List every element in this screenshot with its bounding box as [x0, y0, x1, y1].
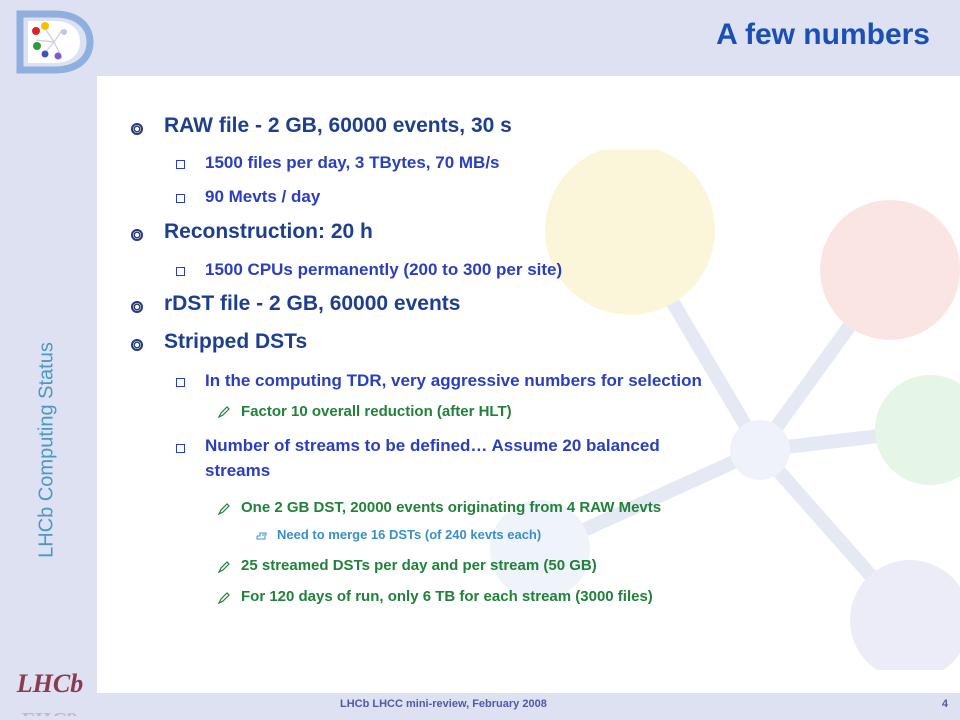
bullet-square-icon [176, 194, 185, 203]
bullet-text: 1500 files per day, 3 TBytes, 70 MB/s [205, 153, 500, 172]
bullet-level2: In the computing TDR, very aggressive nu… [205, 371, 702, 391]
bullet-level1: RAW file - 2 GB, 60000 events, 30 s [164, 114, 512, 138]
dirac-logo [16, 10, 94, 74]
bullet-text: 1500 CPUs permanently (200 to 300 per si… [205, 260, 563, 279]
bullet-text: RAW file - 2 GB, 60000 events, 30 s [164, 114, 512, 137]
bullet-ring-icon [131, 229, 143, 241]
bottom-band [97, 693, 960, 720]
bullet-text: 25 streamed DSTs per day and per stream … [241, 557, 597, 574]
lhcb-logo-text: LHCb [16, 669, 83, 698]
bullet-level1: rDST file - 2 GB, 60000 events [164, 292, 460, 316]
lhcb-logo-reflection: LHCb [21, 708, 78, 716]
bullet-ring-icon [131, 123, 143, 135]
pencil-bullet-icon [218, 406, 230, 418]
left-band [0, 0, 97, 720]
bullet-ring-icon [131, 301, 143, 313]
bullet-level3: For 120 days of run, only 6 TB for each … [241, 588, 653, 605]
bullet-level2: 1500 CPUs permanently (200 to 300 per si… [205, 260, 562, 280]
pencil-bullet-icon [218, 503, 230, 515]
bullet-text: Need to merge 16 DSTs (of 240 kevts each… [277, 527, 542, 542]
bullet-level1: Stripped DSTs [164, 330, 307, 354]
footer-text: LHCb LHCC mini-review, February 2008 [340, 698, 547, 710]
bullet-level2: Number of streams to be defined… Assume … [205, 436, 660, 456]
pencil-bullet-icon [218, 592, 230, 604]
bullet-text: rDST file - 2 GB, 60000 events [164, 292, 461, 315]
bullet-level3: Factor 10 overall reduction (after HLT) [241, 403, 512, 420]
bullet-text: For 120 days of run, only 6 TB for each … [241, 588, 653, 605]
bullet-ring-icon [131, 339, 143, 351]
bullet-square-icon [176, 160, 185, 169]
pointing-hand-icon [256, 532, 267, 540]
bullet-text: One 2 GB DST, 20000 events originating f… [241, 499, 662, 516]
pencil-bullet-icon [218, 561, 230, 573]
bullet-square-icon [176, 444, 185, 453]
bullet-text: Stripped DSTs [164, 330, 308, 353]
bullet-level2: 90 Mevts / day [205, 187, 320, 207]
bullet-level3: One 2 GB DST, 20000 events originating f… [241, 499, 661, 516]
bullet-level3: 25 streamed DSTs per day and per stream … [241, 557, 597, 574]
bullet-square-icon [176, 378, 185, 387]
lhcb-logo: LHCb LHCb [10, 664, 90, 716]
bullet-text: streams [205, 461, 271, 480]
page-number: 4 [941, 698, 948, 710]
bullet-text: Number of streams to be defined… Assume … [205, 436, 660, 455]
bullet-level2-continuation: streams [205, 461, 270, 481]
background-molecule-decoration [490, 150, 960, 670]
bullet-text: Factor 10 overall reduction (after HLT) [241, 403, 512, 420]
bullet-text: In the computing TDR, very aggressive nu… [205, 371, 702, 390]
slide-title: A few numbers [716, 18, 930, 51]
bullet-text: 90 Mevts / day [205, 187, 321, 206]
top-band [97, 0, 960, 76]
bullet-level4: Need to merge 16 DSTs (of 240 kevts each… [277, 527, 541, 542]
bullet-square-icon [176, 267, 185, 276]
side-title: LHCb Computing Status [35, 342, 58, 558]
bullet-level1: Reconstruction: 20 h [164, 220, 373, 244]
bullet-level2: 1500 files per day, 3 TBytes, 70 MB/s [205, 153, 500, 173]
bullet-text: Reconstruction: 20 h [164, 220, 373, 243]
